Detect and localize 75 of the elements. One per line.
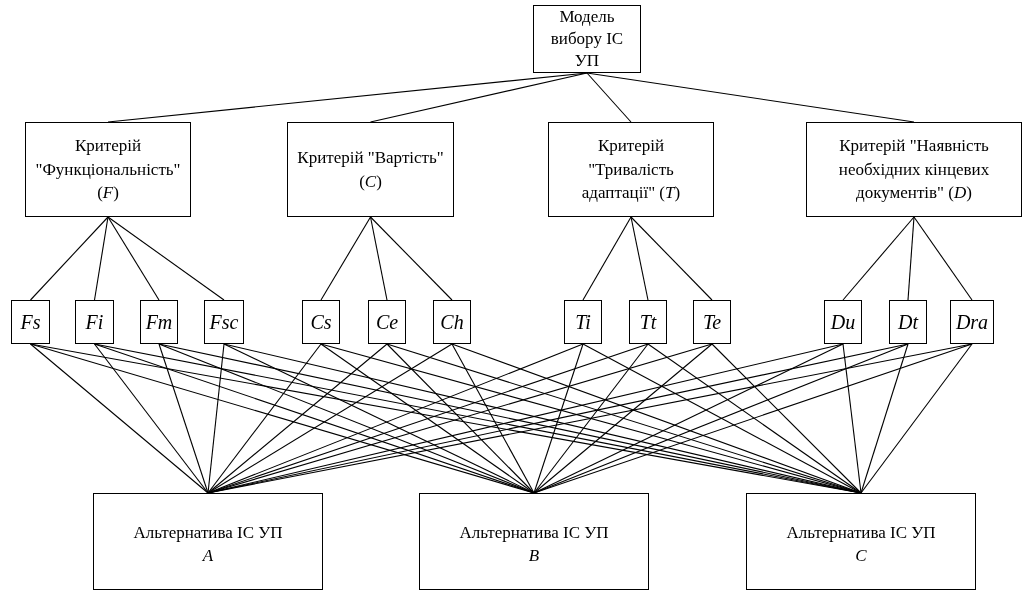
connector-line xyxy=(533,343,713,494)
node-text: Dra xyxy=(955,310,989,335)
sub-criterion-box xyxy=(11,300,50,344)
sub-criterion-box xyxy=(889,300,927,344)
connector-line xyxy=(320,216,372,301)
alternative-box xyxy=(419,493,649,590)
node-text: Dt xyxy=(898,310,918,335)
connector-line xyxy=(207,343,322,494)
node-text: Критерій "Функціональність" (F) xyxy=(34,134,182,205)
node-text: Fs xyxy=(20,310,41,335)
criterion-box xyxy=(806,122,1022,217)
connector-line xyxy=(29,216,109,301)
connector-line xyxy=(842,343,862,494)
node-text: Альтернатива ІС УП xyxy=(133,522,283,544)
criterion-box xyxy=(287,122,454,217)
sub-criterion-box xyxy=(693,300,731,344)
node-text: C xyxy=(855,544,867,567)
node-text: Модель вибору ІС УП xyxy=(549,5,625,73)
goal-box xyxy=(533,5,641,73)
connector-line xyxy=(582,216,632,301)
node-text: Fsc xyxy=(209,310,239,335)
connector-line xyxy=(207,343,453,494)
node-text: Tt xyxy=(639,310,657,335)
node-text: Критерій "Вартість" (C) xyxy=(296,146,445,193)
sub-criterion-box xyxy=(204,300,244,344)
connector-line xyxy=(630,216,713,301)
connector-line xyxy=(207,343,388,494)
node-text: Te xyxy=(702,310,722,335)
node-text: Ti xyxy=(575,310,591,335)
node-text: Критерій "Тривалість адаптації" (T) xyxy=(580,134,682,205)
connector-line xyxy=(860,343,973,494)
connector-line xyxy=(107,216,160,301)
connector-line xyxy=(386,343,535,494)
alternative-box xyxy=(93,493,323,590)
sub-criterion-box xyxy=(302,300,340,344)
node-text: Fm xyxy=(145,310,173,335)
node-text: Fi xyxy=(85,310,104,335)
sub-criterion-box xyxy=(75,300,114,344)
sub-criterion-box xyxy=(368,300,406,344)
node-text: Ch xyxy=(440,310,464,335)
node-text: Cs xyxy=(310,310,332,335)
connector-line xyxy=(369,216,388,301)
alternative-box xyxy=(746,493,976,590)
node-text: Ce xyxy=(375,310,399,335)
connector-line xyxy=(630,216,649,301)
sub-criterion-box xyxy=(433,300,471,344)
node-text: A xyxy=(202,544,214,567)
connector-line xyxy=(860,343,909,494)
criterion-box xyxy=(548,122,714,217)
node-text: B xyxy=(528,544,540,567)
connector-line xyxy=(533,343,584,494)
sub-criterion-box xyxy=(824,300,862,344)
criterion-box xyxy=(25,122,191,217)
connector-line xyxy=(533,343,649,494)
sub-criterion-box xyxy=(564,300,602,344)
connector-line xyxy=(913,216,973,301)
connector-line xyxy=(93,343,209,494)
connector-line xyxy=(207,343,225,494)
connector-line xyxy=(107,216,225,301)
connector-line xyxy=(29,343,209,494)
node-text: Альтернатива ІС УП xyxy=(459,522,609,544)
node-text: Критерій "Наявність необхідних кінцевих документів" (D) xyxy=(837,134,991,205)
connector-line xyxy=(93,216,109,301)
connector-line xyxy=(842,216,915,301)
connector-line xyxy=(586,72,632,123)
connector-line xyxy=(369,216,453,301)
node-text: Альтернатива ІС УП xyxy=(786,522,936,544)
sub-criterion-box xyxy=(950,300,994,344)
connector-line xyxy=(907,216,915,301)
connector-line xyxy=(711,343,862,494)
sub-criterion-box xyxy=(629,300,667,344)
node-text: Du xyxy=(830,310,856,335)
connector-line xyxy=(451,343,535,494)
sub-criterion-box xyxy=(140,300,178,344)
connector-line xyxy=(158,343,209,494)
